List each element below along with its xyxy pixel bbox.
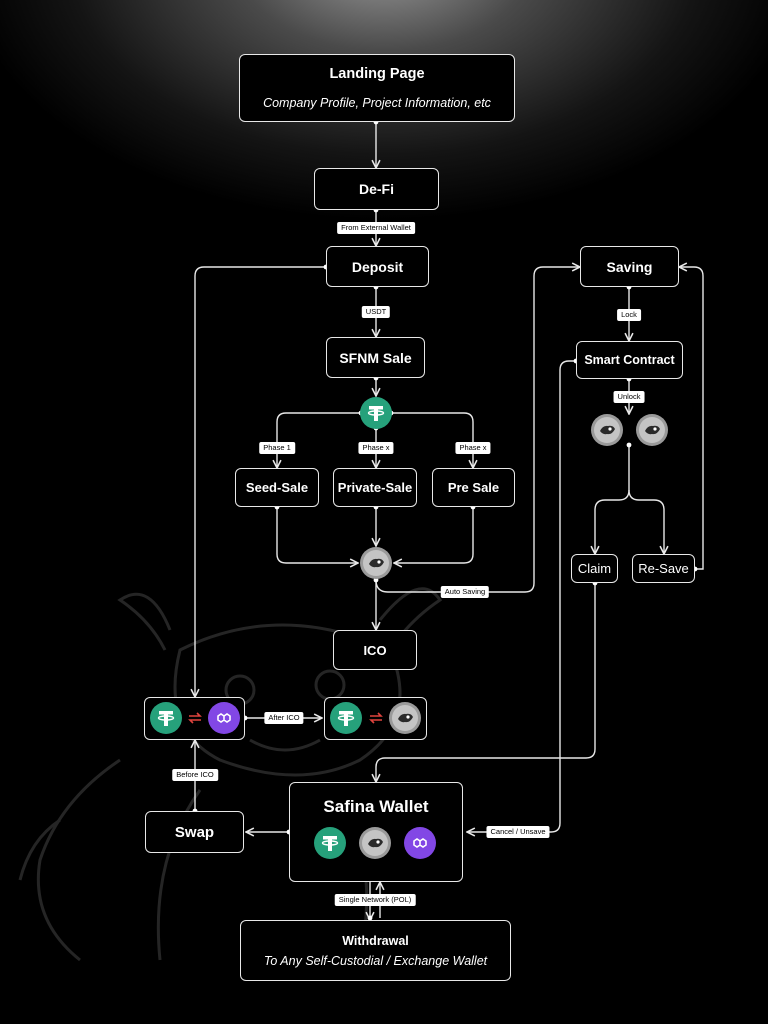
resave-node: Re-Save [632,554,695,583]
edge-smart-wallet [467,360,576,832]
smart-contract-node: Smart Contract [576,341,683,379]
edge-label-auto-saving: Auto Saving [440,586,490,598]
landing-page-subtitle: Company Profile, Project Information, et… [263,96,491,110]
sfnm-token-icon [636,414,668,446]
swap-arrows-icon [368,712,384,724]
edge-label-after-ico: After ICO [264,712,304,724]
tether-icon [314,827,346,859]
claim-node: Claim [571,554,618,583]
edge-label-usdt: USDT [361,306,391,318]
sfnm-token-icon [360,547,392,579]
edge-label-unlock: Unlock [613,391,645,403]
swap-node: Swap [145,811,244,853]
pre-sale-node: Pre Sale [432,468,515,507]
edge-label-phase-1: Phase 1 [259,442,295,454]
edge-label-from-external-wallet: From External Wallet [337,222,415,234]
edge-label-before-ico: Before ICO [172,769,218,781]
edge-label-cancel-unsave: Cancel / Unsave [486,826,550,838]
tether-icon [330,702,362,734]
edge-deposit-swap-group [195,266,326,697]
sfnm-token-icon [591,414,623,446]
edge-label-phase-x-pre: Phase x [455,442,491,454]
edge-resave-saving [679,267,704,570]
seed-sale-node: Seed-Sale [235,468,319,507]
polygon-icon [404,827,436,859]
edge-pre-sfnm [394,507,474,563]
tether-icon [360,397,392,429]
landing-page-title: Landing Page [329,66,425,82]
edge-seed-sfnm [276,507,358,563]
edge-sfnm-saving [375,267,580,593]
swap-arrows-icon [187,712,203,724]
edge-tether-pre [391,412,473,468]
edge-label-phase-x-private: Phase x [358,442,394,454]
landing-page-node: Landing Page Company Profile, Project In… [239,54,515,122]
edge-label-single-network: Single Network (POL) [334,894,416,906]
safina-wallet-title: Safina Wallet [323,797,429,816]
sfnm-token-icon [359,827,391,859]
withdrawal-subtitle: To Any Self-Custodial / Exchange Wallet [263,953,488,968]
withdrawal-title: Withdrawal [342,933,409,948]
sfnm-sale-node: SFNM Sale [326,337,425,378]
ico-node: ICO [333,630,417,670]
withdrawal-node: Withdrawal To Any Self-Custodial / Excha… [240,920,511,981]
polygon-icon [208,702,240,734]
edge-sfnm-resave [628,489,664,554]
tether-icon [150,702,182,734]
edge-claim-wallet [376,583,596,782]
defi-node: De-Fi [314,168,439,210]
edge-tether-seed [277,412,361,468]
private-sale-node: Private-Sale [333,468,417,507]
sfnm-token-icon [389,702,421,734]
deposit-node: Deposit [326,246,429,287]
edge-sfnm-claim [595,445,630,554]
edge-label-lock: Lock [617,309,641,321]
saving-node: Saving [580,246,679,287]
